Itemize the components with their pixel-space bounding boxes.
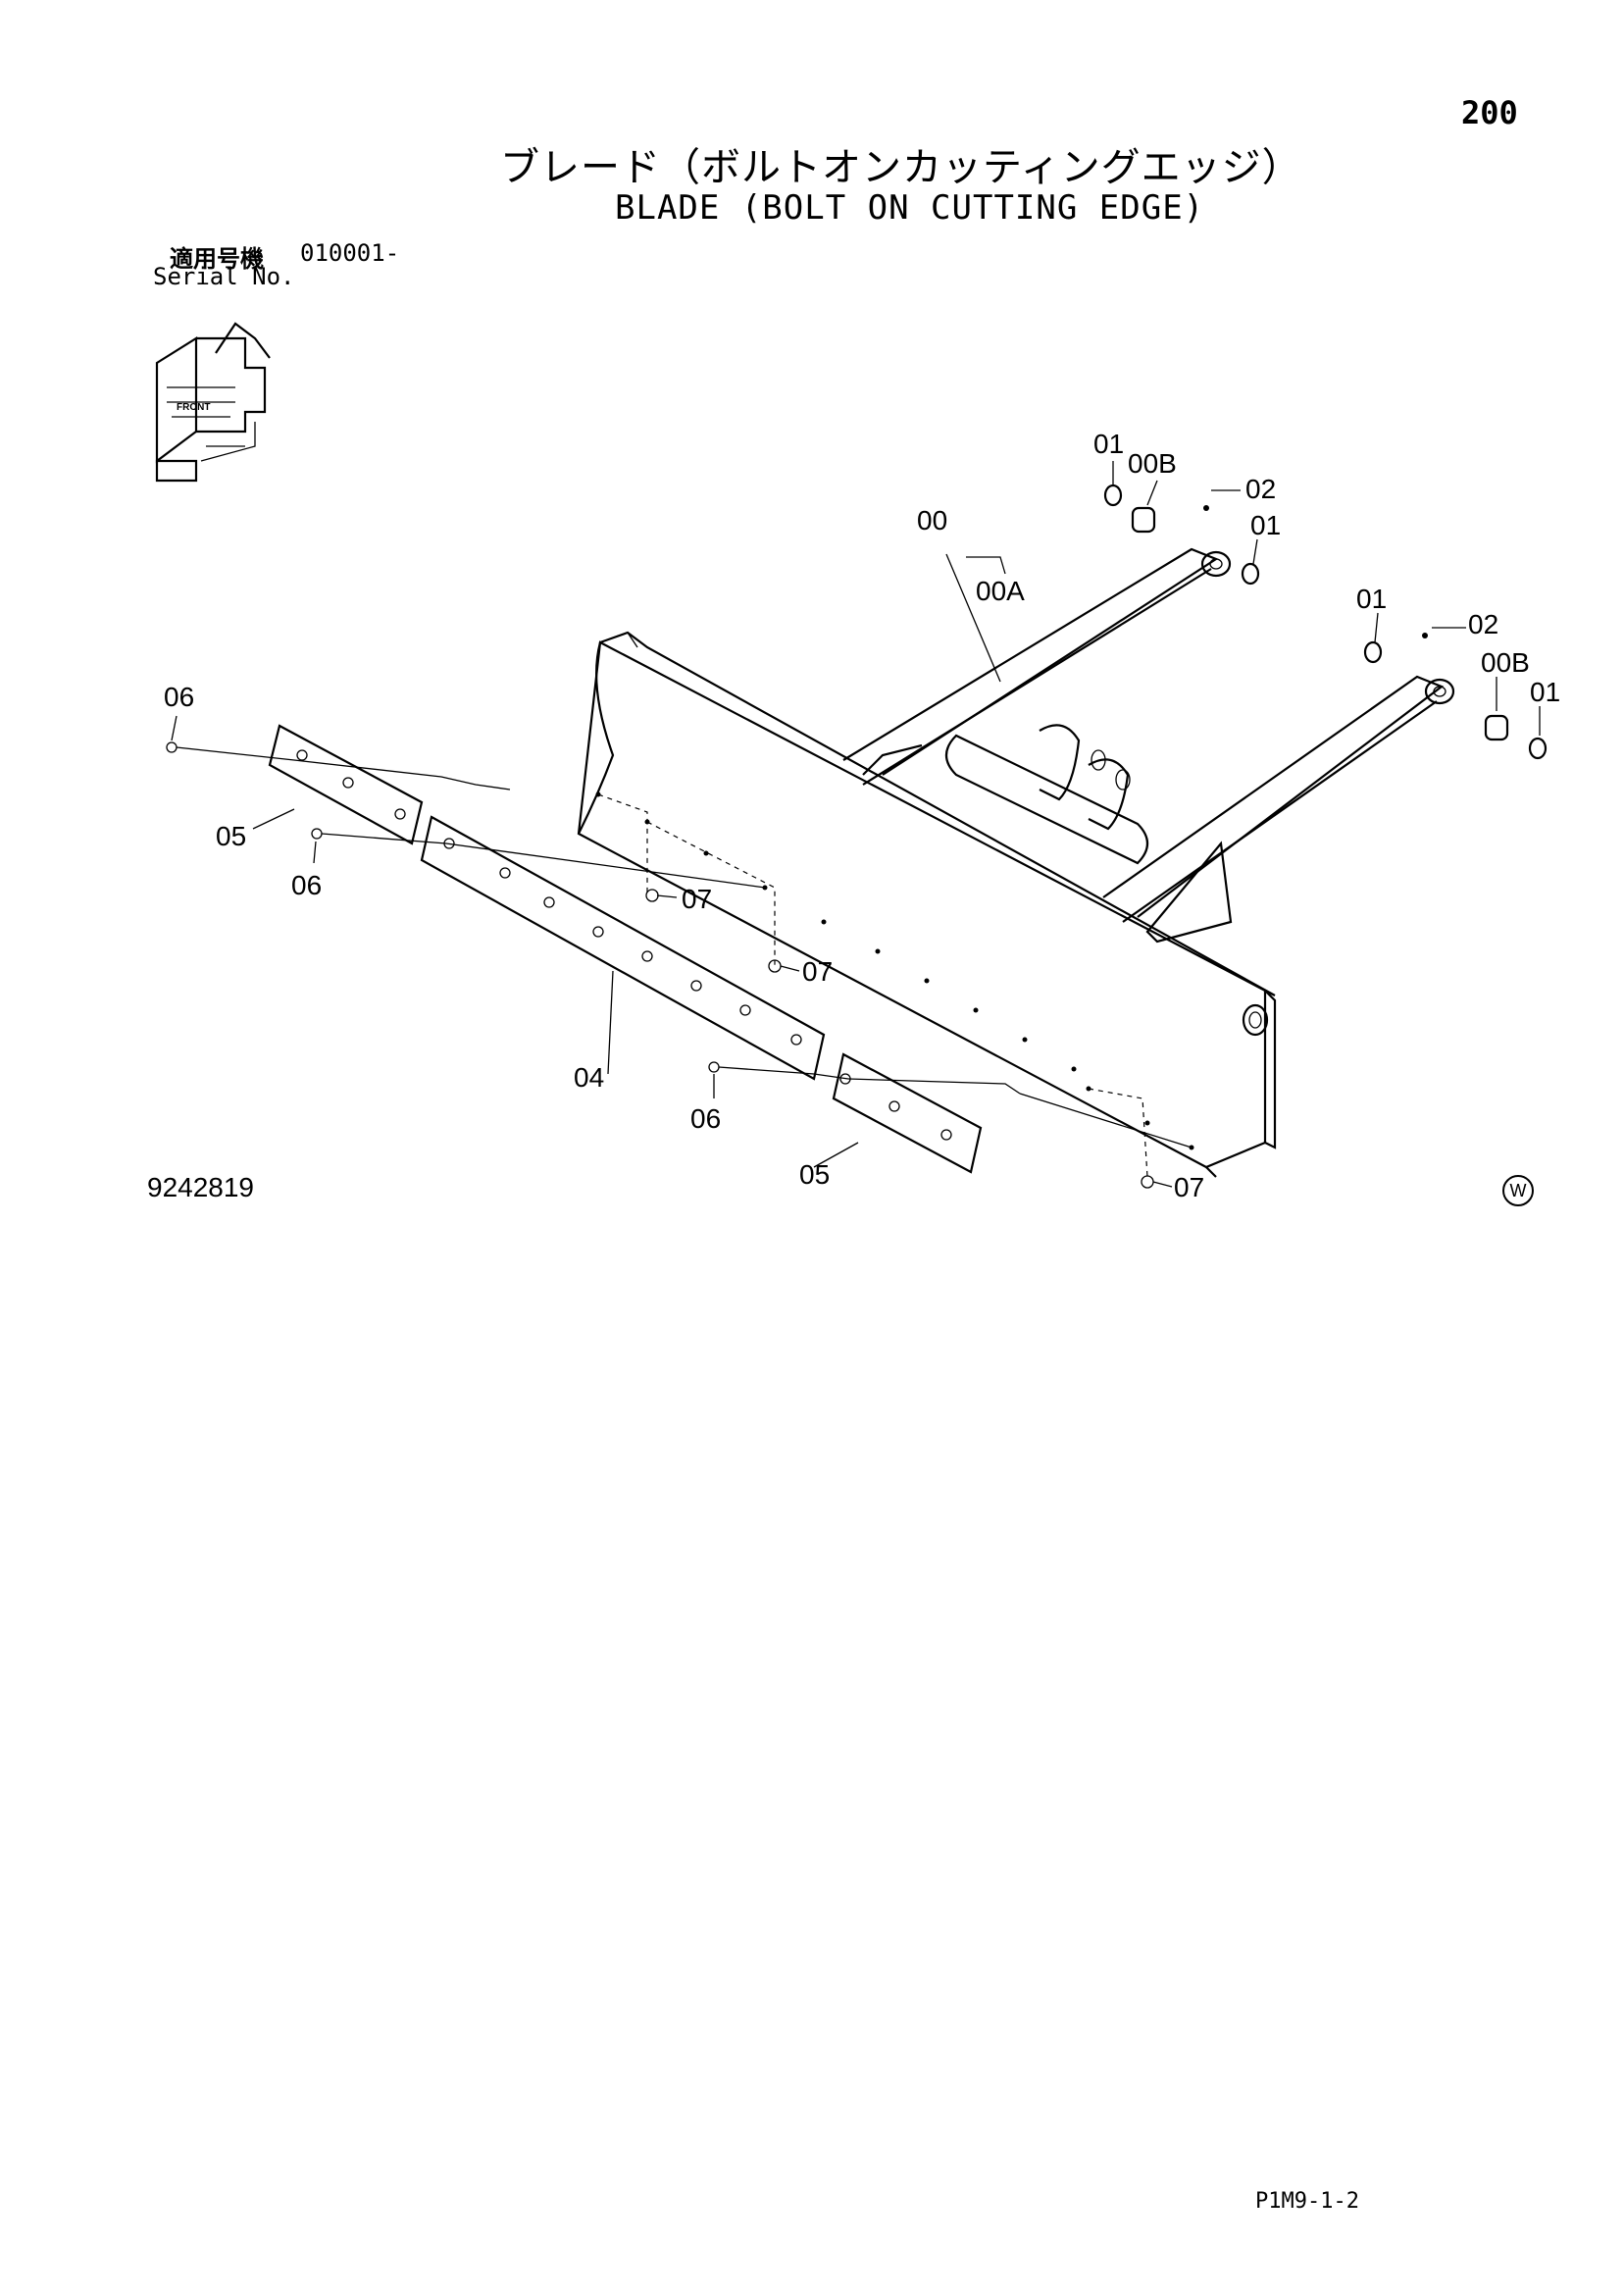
serial-label-japanese: 適用号機 (170, 245, 264, 273)
pin-assembly-right (1363, 633, 1548, 760)
page-code: P1M9-1-2 (1255, 2189, 1359, 2214)
end-bit-left (268, 724, 424, 845)
callout-05-bottom: 05 (799, 1159, 830, 1190)
callout-00b-right: 00B (1481, 647, 1530, 678)
callout-01-right-a: 01 (1356, 584, 1387, 614)
callout-05-left: 05 (216, 821, 246, 851)
callout-06-top: 06 (164, 682, 194, 712)
callout-07-b: 07 (802, 956, 833, 987)
pin-assembly-top (1103, 484, 1260, 586)
callout-labels: 06 05 06 04 05 06 07 07 07 00 00A 01 00B… (164, 429, 1560, 1202)
page-title-japanese: ブレード（ボルトオンカッティングエッジ） (500, 145, 1302, 190)
blade-body (577, 631, 1277, 1178)
callout-06-mid: 06 (291, 870, 322, 900)
end-bit-right (832, 1052, 983, 1174)
bolts-and-nuts (166, 741, 1154, 1189)
callout-02-top: 02 (1245, 474, 1276, 504)
callout-02-right: 02 (1468, 609, 1498, 639)
page-number: 200 (1461, 94, 1518, 131)
orientation-front-icon: FRONT (155, 322, 271, 483)
callout-07-c: 07 (1174, 1172, 1204, 1202)
callout-00: 00 (917, 505, 947, 536)
drawing-number: 9242819 (147, 1172, 255, 1202)
callout-00a: 00A (976, 576, 1025, 606)
callout-01-top-a: 01 (1093, 429, 1124, 459)
callout-01-top-b: 01 (1250, 510, 1281, 540)
callout-leaders (171, 461, 1541, 1188)
blade-bolt-holes (595, 791, 1194, 1150)
callout-01-right-b: 01 (1530, 677, 1560, 707)
push-frame (842, 547, 1455, 944)
callout-04: 04 (574, 1062, 604, 1093)
callout-07-a: 07 (682, 884, 712, 914)
assembly-lines (176, 746, 1193, 1178)
callout-00b-top: 00B (1128, 448, 1177, 479)
serial-label-english: Serial No. (153, 263, 295, 290)
orientation-front-text: FRONT (177, 402, 210, 413)
callout-06-bottom: 06 (690, 1103, 721, 1134)
serial-number-value: 010001- (300, 239, 400, 267)
w-mark-icon: W (1502, 1175, 1534, 1206)
page-title-english: BLADE (BOLT ON CUTTING EDGE) (615, 188, 1205, 228)
